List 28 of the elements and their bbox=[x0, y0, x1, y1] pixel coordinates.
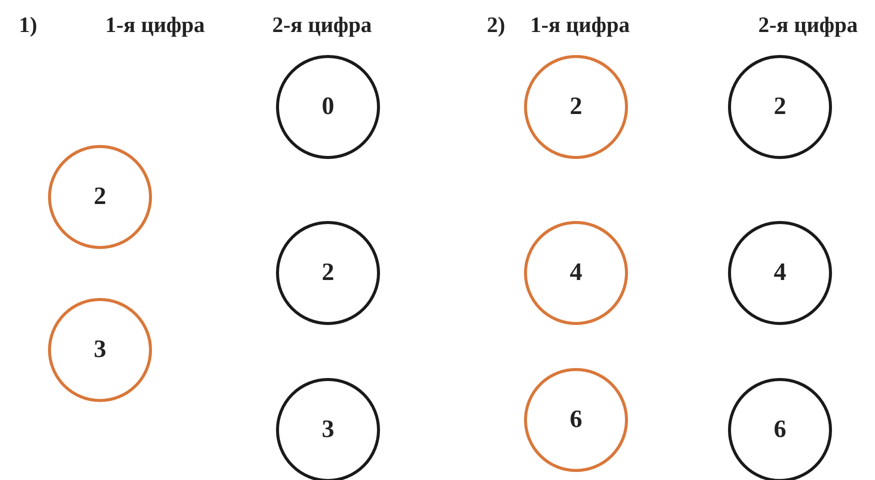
digit-label: 2 bbox=[94, 183, 106, 211]
digit-label: 3 bbox=[94, 336, 106, 364]
digit-circle bbox=[728, 378, 832, 480]
column-heading: 2-я цифра bbox=[272, 12, 372, 38]
digit-circle bbox=[728, 55, 832, 159]
digit-circle bbox=[276, 378, 380, 480]
digit-label: 2 bbox=[570, 93, 582, 121]
column-heading: 1-я цифра bbox=[530, 12, 630, 38]
digit-circle bbox=[48, 298, 152, 402]
digit-label: 6 bbox=[570, 406, 582, 434]
task-number: 1) bbox=[18, 12, 38, 38]
digit-label: 3 bbox=[322, 416, 334, 444]
digit-label: 2 bbox=[322, 259, 334, 287]
task-number: 2) bbox=[486, 12, 506, 38]
digit-circle bbox=[48, 145, 152, 249]
digit-label: 6 bbox=[774, 416, 786, 444]
digit-circle bbox=[276, 55, 380, 159]
digit-circle bbox=[524, 55, 628, 159]
digit-label: 4 bbox=[570, 259, 582, 287]
digit-label: 0 bbox=[322, 93, 334, 121]
digit-label: 4 bbox=[774, 259, 786, 287]
digit-circle bbox=[524, 368, 628, 472]
digit-circle bbox=[524, 221, 628, 325]
column-heading: 1-я цифра bbox=[105, 12, 205, 38]
digit-circle bbox=[276, 221, 380, 325]
digit-label: 2 bbox=[774, 93, 786, 121]
column-heading: 2-я цифра bbox=[758, 12, 858, 38]
digit-circle bbox=[728, 221, 832, 325]
